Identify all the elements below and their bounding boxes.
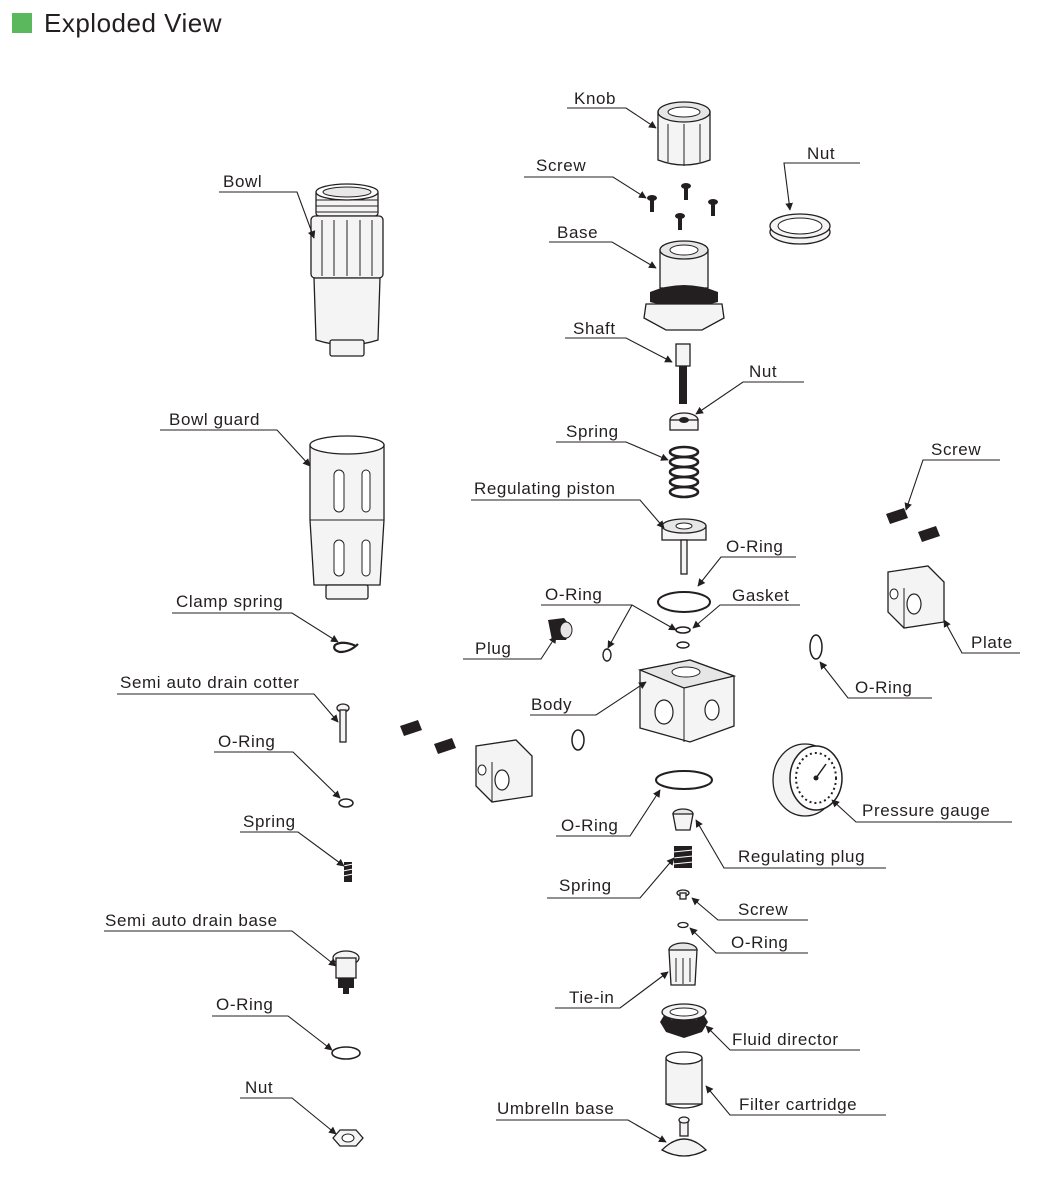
label-screw-top: Screw	[536, 156, 586, 175]
label-base: Base	[557, 223, 598, 242]
spring-top-part	[668, 445, 700, 499]
label-tie-in: Tie-in	[569, 988, 614, 1007]
gasket-part	[675, 626, 691, 634]
label-o-ring-under-body: O-Ring	[561, 816, 618, 835]
screws-left-part	[400, 720, 456, 754]
semi-auto-drain-base-part	[332, 950, 360, 994]
label-bowl-guard: Bowl guard	[169, 410, 260, 429]
o-ring-cotter-part	[338, 798, 354, 808]
page-header: Exploded View	[12, 6, 222, 40]
o-ring-drain-part	[331, 1046, 361, 1060]
label-fluid-director: Fluid director	[732, 1030, 839, 1049]
label-gasket: Gasket	[732, 586, 789, 605]
o-ring-lower-part	[677, 921, 689, 929]
leader-lines	[104, 107, 1020, 1143]
filter-cartridge-part	[665, 1051, 703, 1109]
regulating-plug-part	[672, 808, 694, 831]
shaft-part	[675, 343, 691, 404]
header-square-icon	[12, 13, 32, 33]
label-screw-lower: Screw	[738, 900, 788, 919]
label-screw-right: Screw	[931, 440, 981, 459]
label-regulating-piston: Regulating piston	[474, 479, 616, 498]
gasket-part-2	[676, 641, 690, 649]
bowl-part	[310, 183, 384, 357]
label-o-ring-lower: O-Ring	[731, 933, 788, 952]
label-plug: Plug	[475, 639, 511, 658]
label-spring-drain: Spring	[243, 812, 296, 831]
semi-auto-drain-cotter-part	[336, 703, 350, 743]
label-nut-bottom: Nut	[245, 1078, 273, 1097]
o-ring-top-part	[657, 591, 711, 613]
o-ring-body-side-part	[571, 729, 585, 751]
label-semi-auto-drain-cotter: Semi auto drain cotter	[120, 673, 300, 692]
label-body: Body	[531, 695, 572, 714]
screw-lower-part	[676, 889, 690, 900]
plug-part	[548, 618, 573, 640]
page-title: Exploded View	[44, 7, 223, 38]
label-o-ring-top: O-Ring	[726, 537, 783, 556]
label-spring-lower: Spring	[559, 876, 612, 895]
fluid-director-part	[660, 1003, 708, 1038]
label-regulating-plug: Regulating plug	[738, 847, 865, 866]
label-spring-top: Spring	[566, 422, 619, 441]
tie-in-part	[668, 942, 698, 986]
pressure-gauge-part	[772, 743, 843, 817]
spring-drain-part	[342, 862, 354, 882]
clamp-spring-part	[333, 641, 359, 654]
label-filter-cartridge: Filter cartridge	[739, 1095, 857, 1114]
umbrella-base-part	[660, 1116, 708, 1157]
label-o-ring-drain: O-Ring	[216, 995, 273, 1014]
screws-right-part	[886, 508, 940, 542]
label-clamp-spring: Clamp spring	[176, 592, 283, 611]
nut-top-part	[769, 213, 831, 245]
o-ring-under-body-part	[655, 770, 713, 790]
label-pressure-gauge: Pressure gauge	[862, 801, 990, 820]
label-nut-top: Nut	[807, 144, 835, 163]
spring-lower-part	[672, 846, 694, 868]
label-o-ring-left: O-Ring	[545, 585, 602, 604]
o-ring-left-part	[602, 648, 612, 662]
o-ring-right-part	[809, 634, 823, 660]
bowl-guard-part	[309, 435, 385, 600]
nut-mid-part	[669, 412, 699, 431]
label-knob: Knob	[574, 89, 616, 108]
label-nut-mid: Nut	[749, 362, 777, 381]
regulating-piston-part	[661, 518, 707, 575]
base-part	[643, 240, 725, 331]
screws-top-part	[647, 183, 718, 230]
label-bowl: Bowl	[223, 172, 262, 191]
label-o-ring-cotter: O-Ring	[218, 732, 275, 751]
body-part	[637, 659, 737, 743]
plate-left-part	[475, 739, 533, 803]
plate-right-part	[887, 565, 945, 629]
label-shaft: Shaft	[573, 319, 616, 338]
label-semi-auto-drain-base: Semi auto drain base	[105, 911, 278, 930]
label-umbrella-base: Umbrelln base	[497, 1099, 614, 1118]
label-o-ring-right: O-Ring	[855, 678, 912, 697]
label-plate: Plate	[971, 633, 1013, 652]
knob-part	[657, 101, 711, 166]
nut-bottom-part	[332, 1129, 364, 1147]
